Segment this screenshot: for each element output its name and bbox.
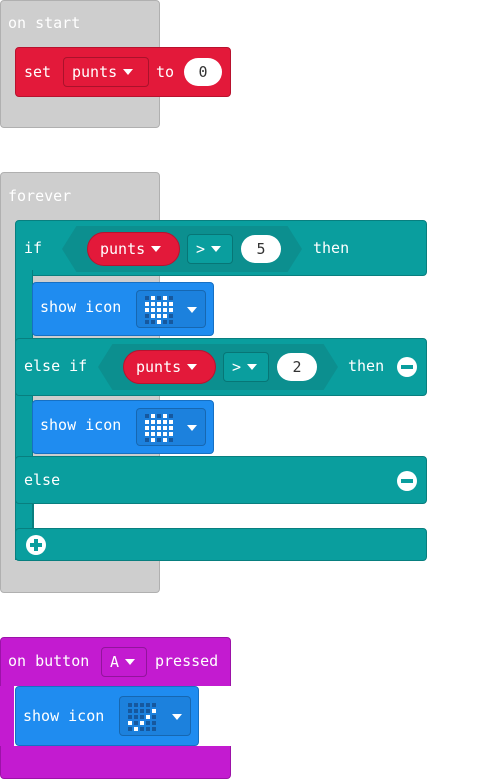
comparison-value-input-2[interactable]: 2 [277,353,317,381]
icon-dropdown-3[interactable] [119,696,191,736]
on-button-inner-gap-bar [0,686,14,746]
variable-name: punts [136,358,182,376]
chevron-down-icon [187,425,197,431]
on-button-label: on button [8,652,90,670]
chevron-down-icon [125,658,136,665]
heart-icon [145,296,173,324]
show-icon-label-2: show icon [40,416,122,434]
else-label: else [24,471,61,489]
icon-dropdown[interactable] [136,290,206,328]
chevron-down-icon [151,245,162,252]
variable-dropdown[interactable]: punts [63,57,149,87]
variable-name: punts [72,63,118,81]
button-value: A [110,653,120,671]
show-icon-label: show icon [40,298,122,316]
small-heart-icon [145,414,173,442]
check-icon [128,703,156,731]
operator-value: > [196,240,206,258]
if-else-left-bar [15,270,33,560]
variable-reporter[interactable]: punts [87,232,180,266]
chevron-down-icon [187,307,197,313]
show-icon-block-3[interactable] [15,686,199,746]
chevron-down-icon [247,363,258,370]
if-label: if [24,239,43,257]
chevron-down-icon [172,714,182,720]
show-icon-label-3: show icon [23,707,105,725]
remove-else-if-icon[interactable] [397,357,417,377]
empty-else-slot [33,504,427,528]
then-label-2: then [348,357,385,375]
empty-else-slot-edge [33,504,77,528]
variable-reporter-2[interactable]: punts [123,350,216,384]
add-else-if-icon[interactable] [26,535,46,555]
else-row [15,456,427,504]
comparison-value-input[interactable]: 5 [241,235,281,263]
button-dropdown[interactable]: A [101,647,147,677]
remove-else-icon[interactable] [397,471,417,491]
to-label: to [156,63,175,81]
set-label: set [24,63,52,81]
on-start-label: on start [8,14,81,32]
operator-dropdown-2[interactable]: > [223,352,269,382]
variable-name: punts [100,240,146,258]
value-input[interactable]: 0 [184,58,222,86]
operator-value: > [232,358,242,376]
chevron-down-icon [187,363,198,370]
chevron-down-icon [123,68,134,75]
pressed-label: pressed [155,652,219,670]
then-label: then [313,239,350,257]
show-icon-block[interactable] [32,282,214,336]
operator-dropdown[interactable]: > [187,234,233,264]
forever-label: forever [8,187,72,205]
show-icon-block-2[interactable] [32,400,214,454]
if-bottom-row [15,528,427,561]
icon-dropdown-2[interactable] [136,408,206,446]
chevron-down-icon [211,245,222,252]
else-if-label: else if [24,357,88,375]
